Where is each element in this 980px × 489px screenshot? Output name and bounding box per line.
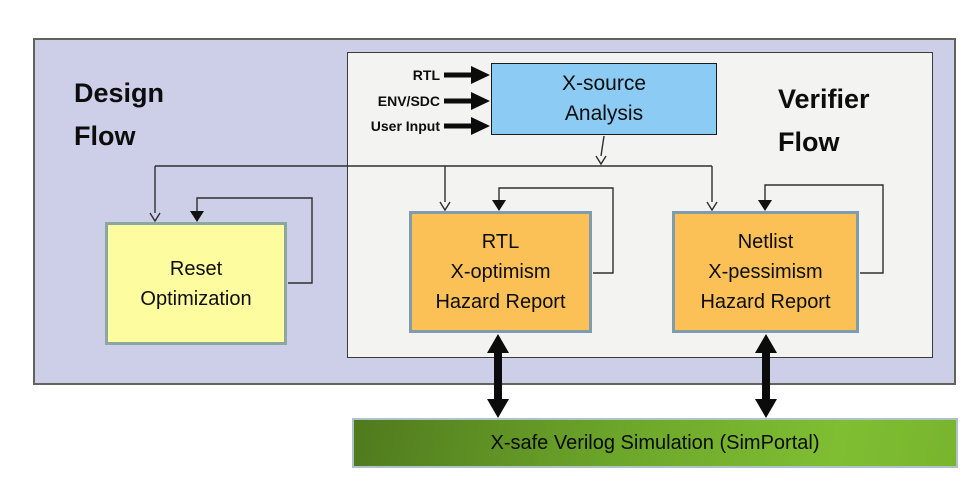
reset-optimization-line1: Reset bbox=[169, 257, 223, 280]
rtl-x-optimism-report-box: RTL X-optimism Hazard Report bbox=[409, 211, 592, 333]
netlist-report-line3: Hazard Report bbox=[700, 291, 831, 313]
sim-link-down-arrowhead-rtl-icon bbox=[487, 399, 509, 418]
rtl-report-line2: X-optimism bbox=[450, 261, 551, 283]
reset-optimization-box: Reset Optimization bbox=[105, 222, 287, 345]
verifier-flow-title: Verifier Flow bbox=[778, 78, 870, 164]
design-flow-title-line1: Design bbox=[74, 78, 165, 108]
input-label-user-input: User Input bbox=[370, 118, 440, 134]
input-label-rtl: RTL bbox=[412, 67, 440, 83]
input-label-env-sdc: ENV/SDC bbox=[377, 93, 440, 109]
simulation-bar-label: X-safe Verilog Simulation (SimPortal) bbox=[490, 431, 820, 454]
verifier-flow-title-line2: Flow bbox=[778, 127, 840, 157]
design-flow-title: Design Flow bbox=[74, 72, 164, 158]
netlist-report-line1: Netlist bbox=[737, 231, 794, 253]
sim-link-down-arrowhead-netlist-icon bbox=[755, 399, 777, 418]
simulation-bar: X-safe Verilog Simulation (SimPortal) bbox=[352, 418, 958, 468]
netlist-report-line2: X-pessimism bbox=[708, 261, 823, 283]
reset-optimization-line2: Optimization bbox=[140, 287, 252, 310]
rtl-report-line3: Hazard Report bbox=[435, 291, 566, 313]
design-flow-title-line2: Flow bbox=[74, 121, 136, 151]
rtl-report-line1: RTL bbox=[481, 231, 520, 253]
verifier-flow-title-line1: Verifier bbox=[778, 84, 870, 114]
netlist-x-pessimism-report-box: Netlist X-pessimism Hazard Report bbox=[672, 211, 859, 333]
xsource-analysis-box: X-source Analysis bbox=[491, 63, 717, 135]
xsource-analysis-line1: X-source bbox=[561, 72, 647, 95]
xsource-analysis-line2: Analysis bbox=[564, 102, 644, 125]
